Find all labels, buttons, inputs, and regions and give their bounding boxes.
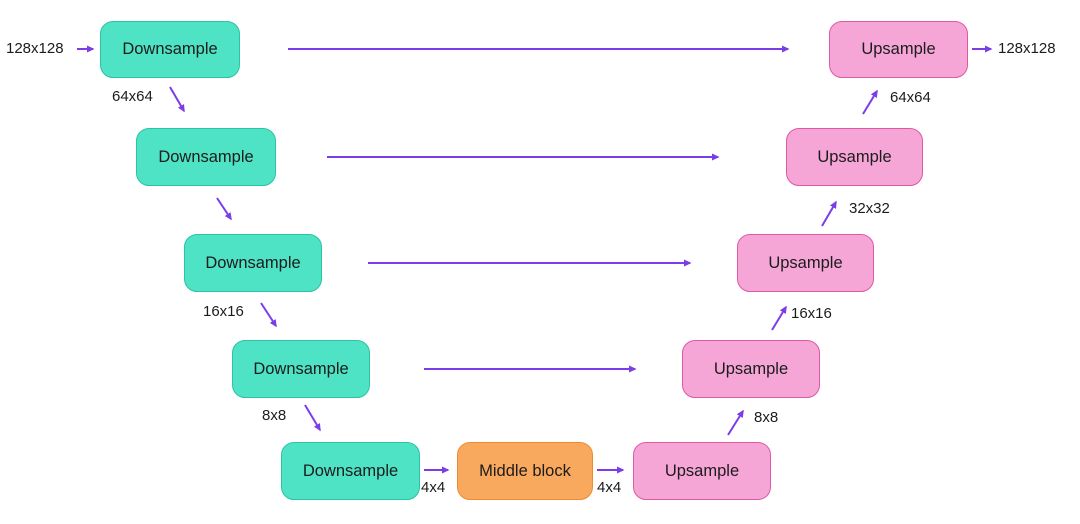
- node-upsample-3: Upsample: [737, 234, 874, 292]
- node-middle-block: Middle block: [457, 442, 593, 500]
- dim-label-left-64x64: 64x64: [112, 88, 153, 105]
- node-upsample-2: Upsample: [786, 128, 923, 186]
- dim-label-mid-right-4x4: 4x4: [597, 479, 622, 496]
- node-label: Upsample: [664, 461, 740, 480]
- node-downsample-1: Downsample: [100, 21, 240, 78]
- node-upsample-5: Upsample: [633, 442, 771, 500]
- down-arrow-3: [260, 302, 277, 328]
- dim-label-left-16x16: 16x16: [203, 303, 244, 320]
- down-arrow-4: [304, 404, 321, 432]
- up-arrow-2: [821, 200, 837, 227]
- up-arrow-4: [727, 409, 744, 436]
- node-downsample-4: Downsample: [232, 340, 370, 398]
- dim-label-right-32x32: 32x32: [849, 200, 890, 217]
- node-label: Middle block: [479, 461, 571, 480]
- node-label: Upsample: [861, 40, 936, 58]
- node-downsample-2: Downsample: [136, 128, 276, 186]
- node-label: Downsample: [253, 359, 349, 378]
- node-downsample-3: Downsample: [184, 234, 322, 292]
- node-downsample-5: Downsample: [281, 442, 420, 500]
- node-label: Downsample: [158, 147, 254, 166]
- dim-label-right-8x8: 8x8: [754, 409, 779, 426]
- node-label: Upsample: [713, 359, 789, 378]
- node-upsample-1: Upsample: [829, 21, 968, 78]
- down-arrow-2: [216, 197, 232, 221]
- node-upsample-4: Upsample: [682, 340, 820, 398]
- dim-label-input: 128x128: [6, 40, 64, 57]
- up-arrow-1: [862, 89, 878, 115]
- node-label: Downsample: [205, 253, 301, 272]
- node-label: Downsample: [302, 461, 399, 480]
- node-label: Downsample: [122, 40, 218, 58]
- node-label: Upsample: [768, 253, 843, 272]
- dim-label-mid-left-4x4: 4x4: [421, 479, 446, 496]
- dim-label-left-8x8: 8x8: [262, 407, 287, 424]
- dim-label-right-16x16: 16x16: [791, 305, 832, 322]
- dim-label-right-64x64: 64x64: [890, 89, 931, 106]
- down-arrow-1: [169, 86, 185, 113]
- dim-label-output: 128x128: [998, 40, 1056, 57]
- up-arrow-3: [771, 305, 787, 331]
- node-label: Upsample: [817, 147, 892, 166]
